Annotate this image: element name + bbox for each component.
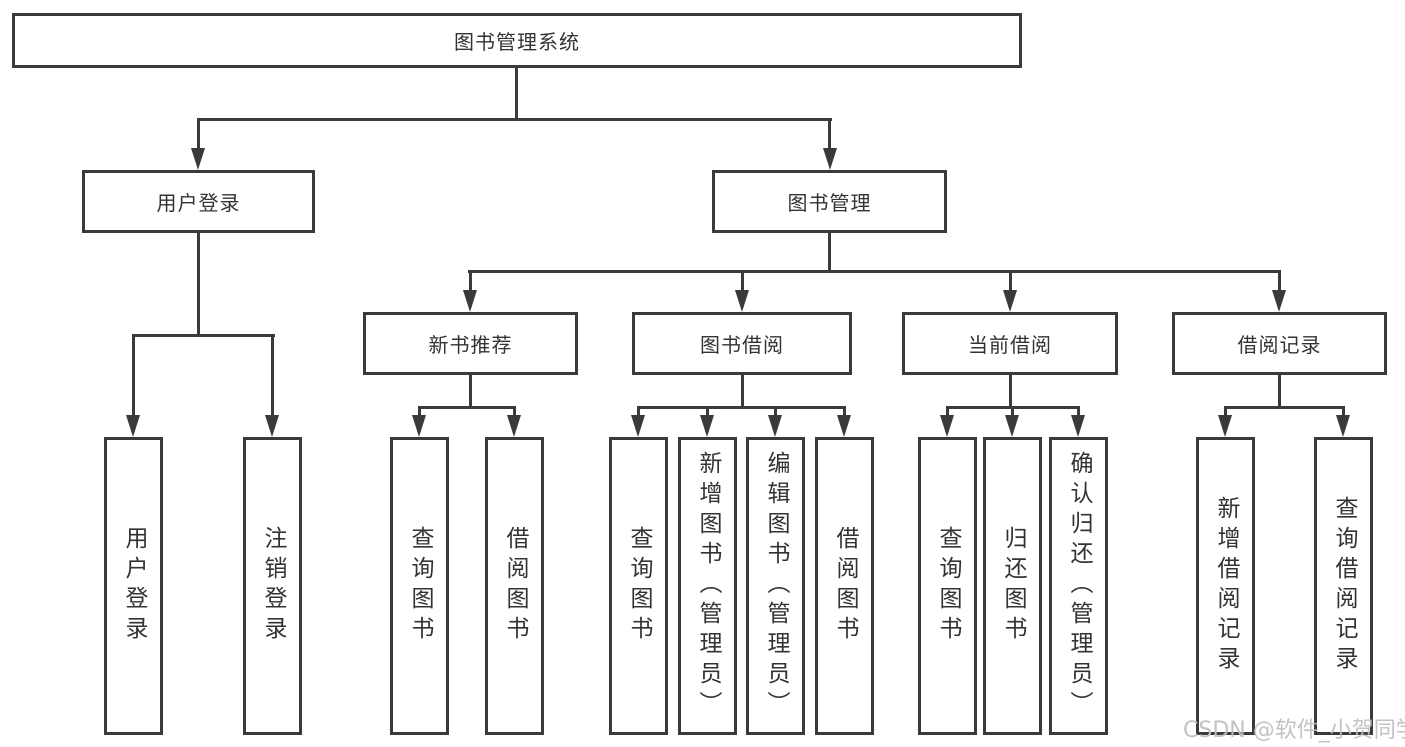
node-query-books-borrowing: 查询图书 — [609, 437, 668, 735]
node-root: 图书管理系统 — [12, 13, 1022, 68]
node-confirm-return-admin: 确认归还（管理员） — [1049, 437, 1108, 735]
arrowhead-icon — [191, 148, 205, 170]
csdn-watermark: CSDN @软件_小贺同学 — [1183, 718, 1405, 743]
connector-line — [468, 270, 1281, 273]
node-user-login-leaf: 用户登录 — [104, 437, 163, 735]
connector-line — [1278, 270, 1281, 290]
node-add-books-admin: 新增图书（管理员） — [678, 437, 737, 735]
connector-line — [418, 406, 421, 416]
arrowhead-icon — [507, 415, 521, 437]
arrowhead-icon — [1071, 415, 1085, 437]
connector-line — [271, 334, 274, 415]
node-current-borrowing: 当前借阅 — [902, 312, 1118, 375]
arrowhead-icon — [837, 415, 851, 437]
arrowhead-icon — [126, 415, 140, 437]
connector-line — [774, 406, 777, 416]
connector-line — [1009, 375, 1012, 408]
connector-line — [637, 406, 846, 409]
node-query-books-recommend: 查询图书 — [390, 437, 449, 735]
connector-line — [418, 406, 516, 409]
arrowhead-icon — [700, 415, 714, 437]
node-book-borrowing: 图书借阅 — [632, 312, 852, 375]
arrowhead-icon — [823, 148, 837, 170]
arrowhead-icon — [768, 415, 782, 437]
connector-line — [1278, 375, 1281, 408]
node-borrow-books-leaf: 借阅图书 — [815, 437, 874, 735]
arrowhead-icon — [735, 290, 749, 312]
node-borrowing-records: 借阅记录 — [1172, 312, 1387, 375]
connector-line — [1009, 270, 1012, 290]
arrowhead-icon — [1005, 415, 1019, 437]
connector-line — [513, 406, 516, 416]
arrowhead-icon — [1218, 415, 1232, 437]
node-borrow-books-recommend: 借阅图书 — [485, 437, 544, 735]
arrowhead-icon — [631, 415, 645, 437]
node-query-borrow-record: 查询借阅记录 — [1314, 437, 1373, 735]
arrowhead-icon — [265, 415, 279, 437]
node-edit-books-admin: 编辑图书（管理员） — [746, 437, 805, 735]
connector-line — [637, 406, 640, 416]
arrowhead-icon — [412, 415, 426, 437]
node-book-management: 图书管理 — [712, 170, 947, 233]
node-user-login: 用户登录 — [82, 170, 315, 233]
node-new-book-recommend: 新书推荐 — [363, 312, 578, 375]
node-return-books: 归还图书 — [983, 437, 1042, 735]
arrowhead-icon — [1336, 415, 1350, 437]
connector-line — [1077, 406, 1080, 416]
connector-line — [1224, 406, 1227, 416]
node-query-books-current: 查询图书 — [918, 437, 977, 735]
connector-line — [469, 270, 472, 290]
connector-line — [132, 334, 275, 337]
connector-line — [741, 375, 744, 408]
connector-line — [1011, 406, 1014, 416]
connector-line — [197, 118, 832, 121]
connector-line — [1224, 406, 1345, 409]
connector-line — [741, 270, 744, 290]
connector-line — [1342, 406, 1345, 416]
connector-line — [469, 375, 472, 408]
node-add-borrow-record: 新增借阅记录 — [1196, 437, 1255, 735]
arrowhead-icon — [940, 415, 954, 437]
connector-line — [515, 68, 518, 120]
node-logout-leaf: 注销登录 — [243, 437, 302, 735]
connector-line — [197, 233, 200, 336]
arrowhead-icon — [1003, 290, 1017, 312]
connector-line — [828, 233, 831, 272]
connector-line — [843, 406, 846, 416]
arrowhead-icon — [1272, 290, 1286, 312]
arrowhead-icon — [463, 290, 477, 312]
connector-line — [828, 118, 831, 149]
connector-line — [946, 406, 949, 416]
connector-line — [132, 334, 135, 415]
connector-line — [197, 118, 200, 149]
connector-line — [706, 406, 709, 416]
